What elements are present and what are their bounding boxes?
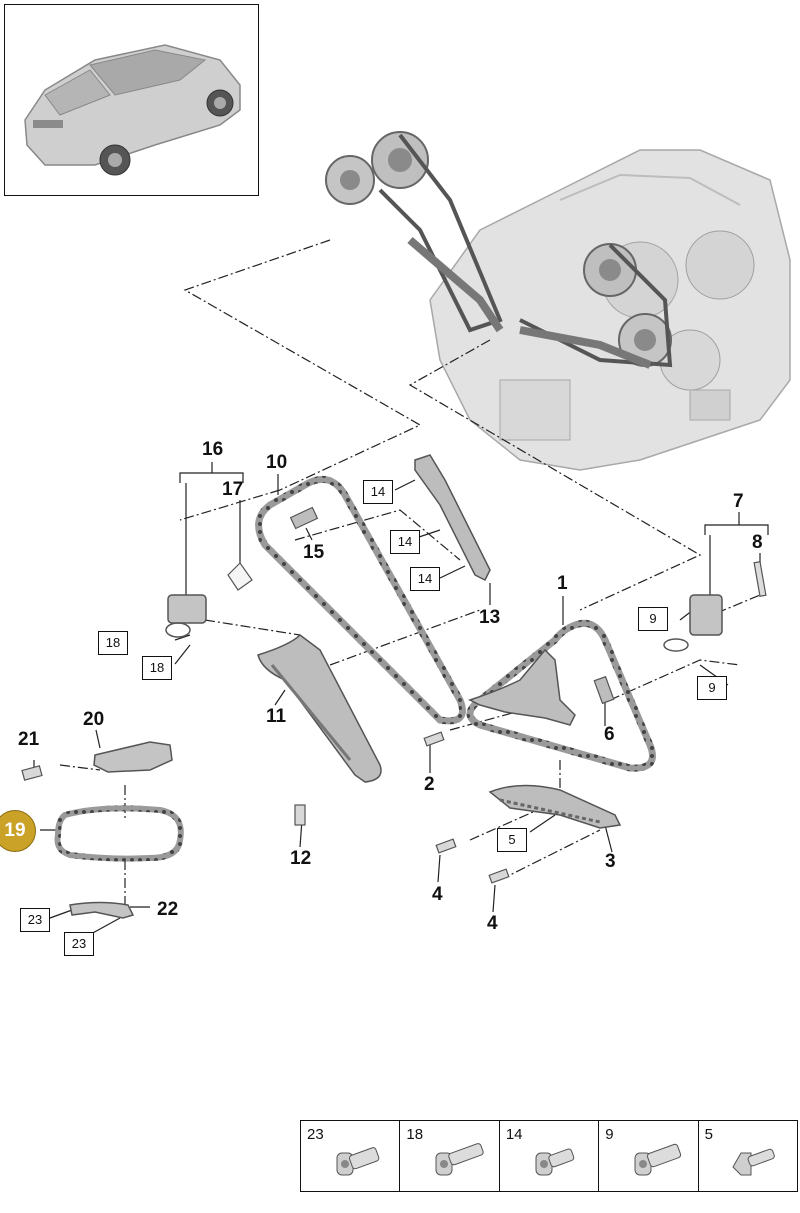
bolt-icon xyxy=(535,1148,575,1176)
label-part-22: 22 xyxy=(157,899,179,920)
label-part-17: 17 xyxy=(222,479,244,500)
ref-box-18: 18 xyxy=(98,631,128,655)
ref-box-9: 9 xyxy=(638,607,668,631)
label-part-20: 20 xyxy=(83,709,105,730)
legend-cell[interactable]: 23 xyxy=(301,1121,401,1191)
ref-box-9: 9 xyxy=(697,676,727,700)
slide-15 xyxy=(289,506,319,530)
label-part-21: 21 xyxy=(18,729,40,750)
legend-cell[interactable]: 5 xyxy=(699,1121,797,1191)
label-part-7: 7 xyxy=(733,491,744,512)
pin-8 xyxy=(753,561,767,597)
timing-chain-10 xyxy=(255,475,466,725)
ref-box-14: 14 xyxy=(410,567,440,591)
label-part-11: 11 xyxy=(266,706,287,727)
legend-number: 23 xyxy=(307,1126,324,1143)
vehicle-thumbnail xyxy=(4,4,259,196)
chain-tensioner-16 xyxy=(165,594,207,638)
label-part-2: 2 xyxy=(424,774,435,795)
label-part-12: 12 xyxy=(290,848,312,869)
bolt-icon xyxy=(435,1143,485,1176)
bolt-legend: 23 18 14 9 5 xyxy=(300,1120,798,1192)
bolt-icon xyxy=(634,1143,682,1176)
legend-number: 5 xyxy=(704,1126,713,1143)
label-part-15: 15 xyxy=(303,542,325,563)
timing-chain-19 xyxy=(54,805,184,862)
label-part-16: 16 xyxy=(202,439,224,460)
ref-box-5: 5 xyxy=(497,828,527,852)
guide-rail-3 xyxy=(488,784,622,829)
bolts xyxy=(21,731,510,884)
slide-6 xyxy=(593,675,615,705)
label-part-4: 4 xyxy=(487,913,498,934)
label-part-6: 6 xyxy=(604,724,615,745)
chain-tensioner-7 xyxy=(663,594,723,652)
legend-number: 18 xyxy=(406,1126,424,1143)
ref-box-23: 23 xyxy=(20,908,50,932)
suv-icon xyxy=(24,44,241,176)
label-part-13: 13 xyxy=(479,607,501,628)
legend-number: 9 xyxy=(605,1126,614,1143)
label-part-1: 1 xyxy=(557,573,568,594)
label-part-10: 10 xyxy=(266,452,288,473)
ref-box-14: 14 xyxy=(390,530,420,554)
timing-chain-1 xyxy=(466,619,656,772)
leader-lines xyxy=(59,239,761,905)
label-part-8: 8 xyxy=(752,532,763,553)
ref-box-14: 14 xyxy=(363,480,393,504)
legend-cell[interactable]: 14 xyxy=(500,1121,600,1191)
tensioner-20 xyxy=(93,741,173,773)
guide-22 xyxy=(69,901,135,919)
guide-rail-13 xyxy=(414,454,491,582)
label-part-3: 3 xyxy=(605,851,616,872)
ref-box-23: 23 xyxy=(64,932,94,956)
highlighted-part-19[interactable]: 19 xyxy=(0,810,36,852)
engine-block xyxy=(325,131,791,471)
legend-cell[interactable]: 9 xyxy=(599,1121,699,1191)
ref-box-18: 18 xyxy=(142,656,172,680)
label-part-4: 4 xyxy=(432,884,443,905)
tensioner-rail-1 xyxy=(468,648,576,726)
gasket-17 xyxy=(227,562,253,591)
legend-number: 14 xyxy=(505,1126,523,1143)
bolt-icon xyxy=(336,1147,380,1176)
legend-cell[interactable]: 18 xyxy=(400,1121,500,1191)
bolt-icon xyxy=(732,1148,775,1176)
guide-rail-11 xyxy=(257,634,382,783)
